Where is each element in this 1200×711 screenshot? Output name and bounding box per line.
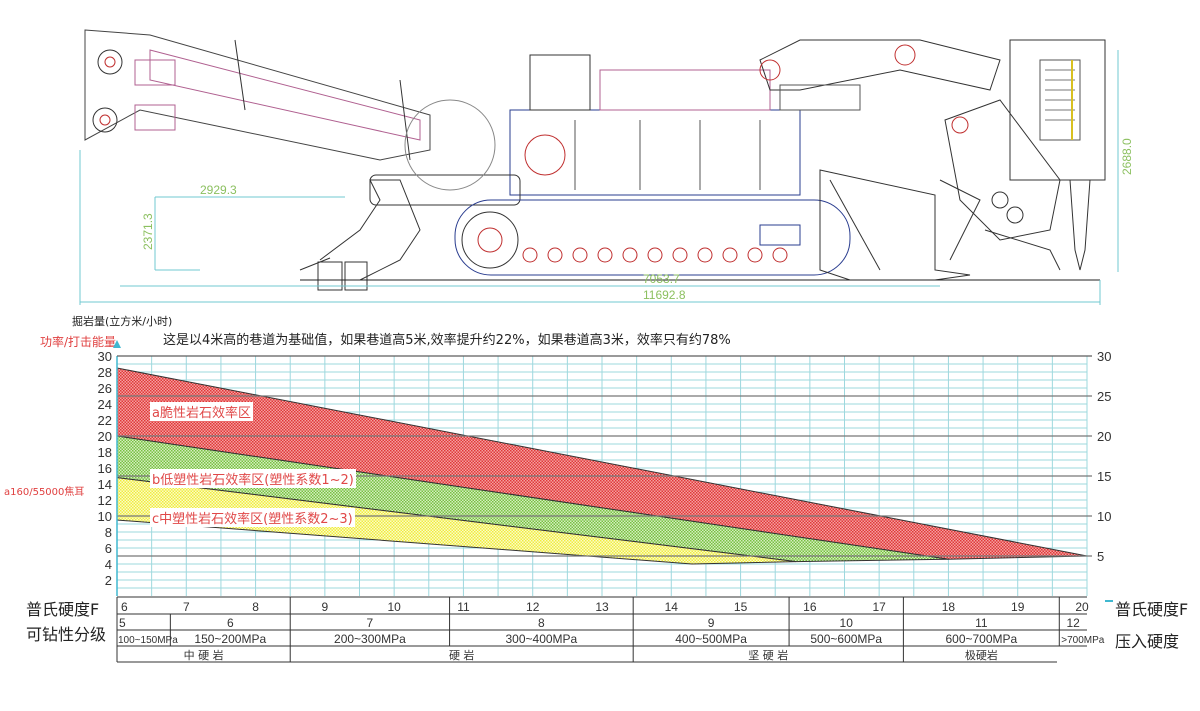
x-tick-label-f: 18: [942, 600, 956, 614]
y-axis-arrow-icon: [113, 340, 121, 348]
x-tick-label-f: 13: [595, 600, 609, 614]
indentation-hardness: 150~200MPa: [194, 632, 266, 646]
dimension-label: 2688.0: [1120, 138, 1134, 175]
indentation-hardness: >700MPa: [1061, 635, 1105, 646]
row-label-drillability: 可钻性分级: [26, 625, 107, 644]
left-y-tick-label: 16: [98, 461, 112, 476]
indentation-hardness: 400~500MPa: [675, 632, 747, 646]
cutting-boom: [759, 39, 1061, 271]
cutter-head: [1009, 39, 1106, 271]
left-y-tick-label: 28: [98, 365, 112, 380]
right-y-tick-label: 10: [1097, 509, 1111, 524]
left-y-tick-label: 14: [98, 477, 112, 492]
rear-stabilizer: [299, 179, 421, 291]
left-y-tick-label: 4: [105, 557, 112, 572]
left-y-tick-label: 24: [98, 397, 112, 412]
right-y-tick-label: 5: [1097, 549, 1104, 564]
x-tick-label-f: 9: [322, 600, 329, 614]
x-tick-label-f: 19: [1011, 600, 1025, 614]
zone-label-a: a脆性岩石效率区: [150, 402, 253, 421]
drillability-grade: 6: [227, 616, 234, 630]
chart-note: 这是以4米高的巷道为基础值，如果巷道高5米,效率提升约22%，如果巷道高3米，效…: [163, 333, 731, 348]
left-y-tick-label: 2: [105, 573, 112, 588]
rock-class-label: 中 硬 岩: [184, 648, 224, 662]
drillability-grade: 11: [975, 616, 988, 630]
left-y-tick-label: 22: [98, 413, 112, 428]
right-label-protodyakonov: 普氏硬度F: [1115, 600, 1189, 619]
left-axis-marker: a160/55000焦耳: [4, 487, 85, 498]
left-y-tick-label: 10: [98, 509, 112, 524]
dimension-label: 2371.3: [141, 213, 155, 250]
left-y-tick-label: 8: [105, 525, 112, 540]
x-tick-label-f: 10: [387, 600, 401, 614]
conveyor-boom: [84, 29, 431, 161]
drillability-grade: 5: [119, 616, 126, 630]
left-y-tick-label: 30: [98, 349, 112, 364]
front-shovel: [819, 169, 971, 281]
zone-label-b: b低塑性岩石效率区(塑性系数1~2): [150, 469, 356, 488]
indentation-hardness: 200~300MPa: [334, 632, 406, 646]
drillability-grade: 12: [1066, 616, 1080, 630]
roadheader-drawing: 2929.3 2371.3 7053.7 11692.8 2688.0: [79, 29, 1134, 305]
drillability-grade: 9: [708, 616, 715, 630]
dimension-lines: [79, 50, 1119, 305]
x-tick-label-f: 8: [252, 600, 259, 614]
drillability-grade: 8: [538, 616, 545, 630]
crawler-track: [454, 199, 851, 276]
drillability-grade: 10: [840, 616, 854, 630]
dimension-label: 2929.3: [200, 183, 237, 197]
left-y-tick-label: 6: [105, 541, 112, 556]
dimension-label: 7053.7: [643, 272, 680, 286]
indentation-hardness: 100~150MPa: [118, 635, 178, 646]
left-y-tick-label: 26: [98, 381, 112, 396]
indentation-hardness: 500~600MPa: [810, 632, 882, 646]
zone-label-c: c中塑性岩石效率区(塑性系数2~3): [150, 508, 355, 527]
y-unit-label: 掘岩量(立方米/小时): [72, 315, 173, 328]
row-label-indentation-hardness: 压入硬度: [1115, 632, 1180, 651]
x-tick-label-f: 20: [1075, 600, 1089, 614]
x-tick-label-f: 12: [526, 600, 540, 614]
x-tick-label-f: 15: [734, 600, 748, 614]
x-tick-label-f: 14: [665, 600, 679, 614]
x-axis-arrow-icon: [1105, 600, 1113, 602]
dimension-label: 11692.8: [643, 288, 686, 302]
x-tick-label-f: 7: [183, 600, 190, 614]
rock-class-label: 硬 岩: [449, 648, 475, 662]
indentation-hardness: 300~400MPa: [506, 632, 578, 646]
x-tick-label-f: 6: [121, 600, 128, 614]
indentation-hardness: 600~700MPa: [945, 632, 1017, 646]
machine-body: [369, 54, 801, 206]
drillability-grade: 7: [367, 616, 374, 630]
x-tick-label-f: 11: [457, 600, 470, 614]
rock-class-label: 坚 硬 岩: [748, 648, 788, 662]
rock-class-label: 极硬岩: [965, 648, 998, 662]
right-y-tick-label: 30: [1097, 349, 1111, 364]
x-tick-label-f: 16: [803, 600, 817, 614]
x-tick-label-f: 17: [872, 600, 886, 614]
right-y-tick-label: 25: [1097, 389, 1111, 404]
left-y-tick-label: 20: [98, 429, 112, 444]
right-y-tick-label: 15: [1097, 469, 1111, 484]
right-y-tick-label: 20: [1097, 429, 1111, 444]
left-y-tick-label: 12: [98, 493, 112, 508]
left-axis-title: 功率/打击能量: [40, 335, 117, 349]
left-y-tick-label: 18: [98, 445, 112, 460]
row-label-protodyakonov: 普氏硬度F: [26, 600, 100, 619]
